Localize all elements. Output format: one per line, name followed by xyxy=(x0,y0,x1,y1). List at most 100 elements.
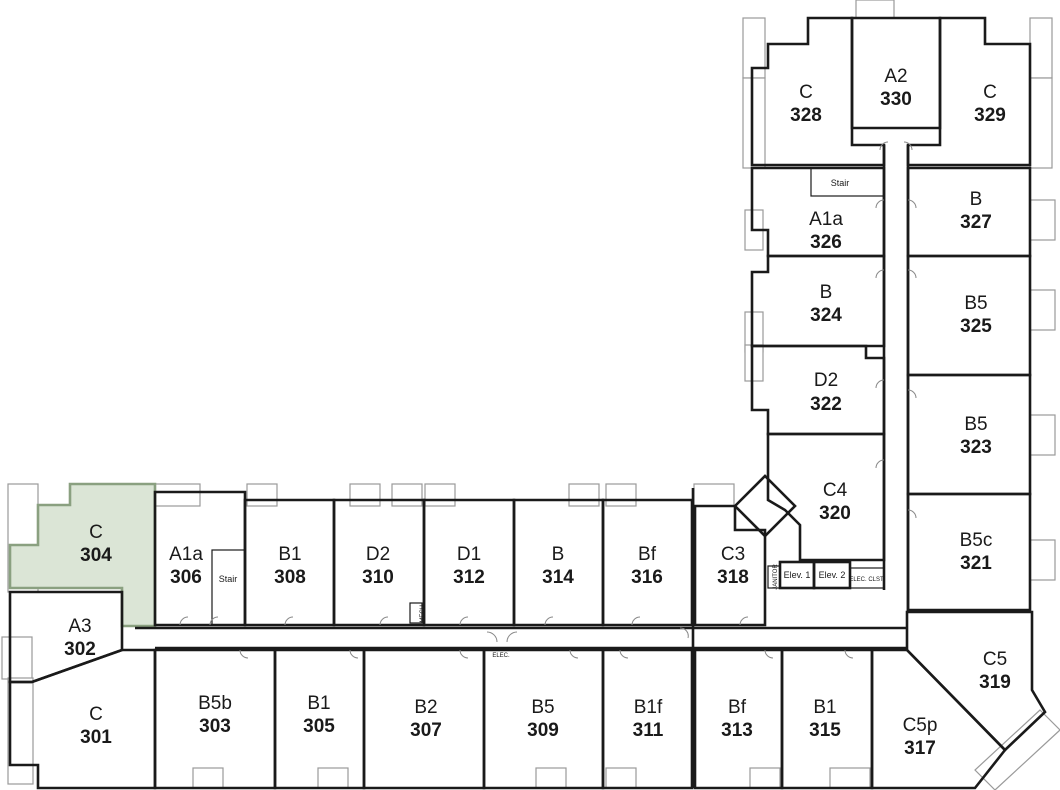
room-302-number: 302 xyxy=(64,639,96,660)
room-322-number: 322 xyxy=(810,394,842,415)
room-310-type: D2 xyxy=(366,544,390,565)
room-314-number: 314 xyxy=(542,567,574,588)
room-319[interactable]: C5 319 xyxy=(905,610,1047,752)
room-326-number: 326 xyxy=(810,232,842,253)
room-315-number: 315 xyxy=(809,720,841,741)
room-308-type: B1 xyxy=(278,544,301,565)
room-309-number: 309 xyxy=(527,720,559,741)
room-323-number: 323 xyxy=(960,437,992,458)
room-303[interactable]: B5b 303 xyxy=(153,648,277,790)
room-307-number: 307 xyxy=(410,720,442,741)
room-301-type: C xyxy=(89,704,103,725)
angled-lobby-wall xyxy=(733,474,797,538)
room-322[interactable]: D2 322 xyxy=(750,344,886,436)
rooms: C 304 A3 302 C 301 A1a 306 Stair B1 308 xyxy=(8,16,1047,790)
elec-corridor-label: ELEC. xyxy=(492,653,510,659)
room-324-type: B xyxy=(820,282,833,303)
room-321-type: B5c xyxy=(960,530,993,551)
room-312-type: D1 xyxy=(457,544,481,565)
room-328-number: 328 xyxy=(790,105,822,126)
stair-306-label: Stair xyxy=(219,574,238,584)
room-310-number: 310 xyxy=(362,567,394,588)
room-319-type: C5 xyxy=(983,649,1007,670)
room-316-number: 316 xyxy=(631,567,663,588)
room-312[interactable]: D1 312 xyxy=(422,498,516,627)
room-308[interactable]: B1 308 xyxy=(243,498,336,627)
room-314[interactable]: B 314 xyxy=(512,498,605,627)
room-312-number: 312 xyxy=(453,567,485,588)
room-323-type: B5 xyxy=(964,414,987,435)
room-302-type: A3 xyxy=(68,616,91,637)
room-305-number: 305 xyxy=(303,716,335,737)
room-317-type: C5p xyxy=(903,715,938,736)
room-318-number: 318 xyxy=(717,567,749,588)
mech-closet xyxy=(409,602,423,624)
room-329[interactable]: C 329 xyxy=(906,16,1032,167)
room-310[interactable]: D2 310 xyxy=(332,498,426,627)
room-313-type: Bf xyxy=(728,697,747,718)
room-303-number: 303 xyxy=(199,716,231,737)
room-313[interactable]: Bf 313 xyxy=(693,648,784,790)
room-316-type: Bf xyxy=(638,544,657,565)
room-328[interactable]: C 328 xyxy=(750,16,886,167)
room-330-number: 330 xyxy=(880,89,912,110)
room-304-number: 304 xyxy=(80,545,112,566)
room-309[interactable]: B5 309 xyxy=(482,648,605,790)
room-327-type: B xyxy=(970,189,983,210)
room-330-type: A2 xyxy=(884,66,907,87)
corridors xyxy=(135,145,910,788)
room-303-type: B5b xyxy=(198,693,232,714)
room-321[interactable]: B5c 321 xyxy=(906,492,1032,612)
room-309-type: B5 xyxy=(531,697,554,718)
room-318-type: C3 xyxy=(721,544,745,565)
room-326-type: A1a xyxy=(809,209,843,230)
room-306-number: 306 xyxy=(170,567,202,588)
stair-306 xyxy=(211,549,246,626)
janitor-label: JANITOR xyxy=(773,564,779,590)
room-321-number: 321 xyxy=(960,553,992,574)
room-327[interactable]: B 327 xyxy=(906,166,1032,258)
elevator-2-label: Elev. 2 xyxy=(819,570,846,580)
room-305[interactable]: B1 305 xyxy=(273,648,366,790)
room-330[interactable]: A2 330 xyxy=(850,16,942,130)
room-311[interactable]: B1f 311 xyxy=(601,648,694,790)
room-316[interactable]: Bf 316 xyxy=(601,498,694,627)
room-314-type: B xyxy=(552,544,565,565)
room-326[interactable]: A1a 326 xyxy=(750,166,886,258)
room-319-number: 319 xyxy=(979,672,1011,693)
room-323[interactable]: B5 323 xyxy=(906,373,1032,496)
room-306-type: A1a xyxy=(169,544,203,565)
room-306[interactable]: A1a 306 xyxy=(153,490,247,627)
room-325[interactable]: B5 325 xyxy=(906,254,1032,377)
room-322-type: D2 xyxy=(814,370,838,391)
room-329-type: C xyxy=(983,82,997,103)
room-320-number: 320 xyxy=(819,503,851,524)
elec-closet-label: ELEC. CLST. xyxy=(849,577,885,583)
room-301-number: 301 xyxy=(80,727,112,748)
room-320-type: C4 xyxy=(823,480,848,501)
doors xyxy=(179,141,917,659)
room-328-type: C xyxy=(799,82,813,103)
room-325-type: B5 xyxy=(964,293,987,314)
room-317-number: 317 xyxy=(904,738,936,759)
room-324[interactable]: B 324 xyxy=(750,254,886,348)
room-308-number: 308 xyxy=(274,567,306,588)
stair-326-label: Stair xyxy=(831,178,850,188)
room-307-type: B2 xyxy=(414,697,437,718)
room-304-type: C xyxy=(89,522,103,543)
room-305-type: B1 xyxy=(307,693,330,714)
elevator-1-label: Elev. 1 xyxy=(784,570,811,580)
room-329-number: 329 xyxy=(974,105,1006,126)
room-313-number: 313 xyxy=(721,720,753,741)
room-311-number: 311 xyxy=(633,720,664,741)
room-325-number: 325 xyxy=(960,316,992,337)
room-311-type: B1f xyxy=(634,697,663,718)
room-327-number: 327 xyxy=(960,212,992,233)
room-315-type: B1 xyxy=(813,697,836,718)
room-307[interactable]: B2 307 xyxy=(362,648,486,790)
room-315[interactable]: B1 315 xyxy=(780,648,874,790)
room-324-number: 324 xyxy=(810,305,842,326)
room-317[interactable]: C5p 317 xyxy=(870,648,1007,790)
